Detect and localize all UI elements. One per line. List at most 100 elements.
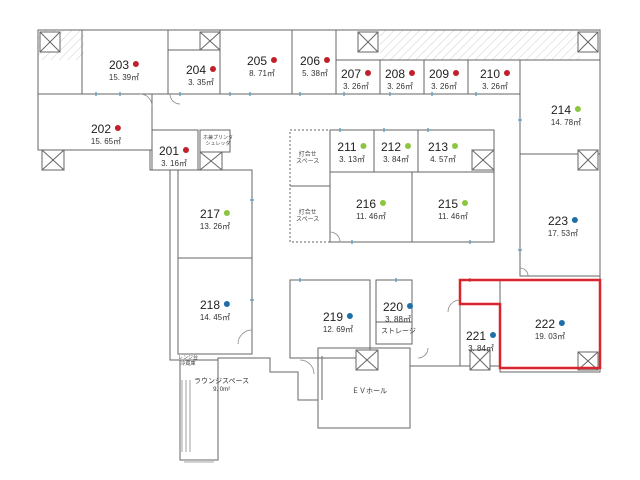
room-201-outline bbox=[151, 129, 199, 171]
room-212-label[interactable]: 212 3. 84㎡ bbox=[380, 139, 412, 164]
range-line2: 冷蔵庫 bbox=[180, 360, 196, 367]
room-207-label[interactable]: 207 3. 26㎡ bbox=[340, 66, 372, 91]
room-area: 3. 26㎡ bbox=[482, 82, 508, 91]
status-dot-reserved bbox=[490, 332, 497, 338]
meeting-space2-line1: 打合せ bbox=[298, 210, 317, 216]
ev-hall-text: ＥＶホール bbox=[352, 388, 387, 395]
room-214-label[interactable]: 214 14. 78㎡ bbox=[551, 102, 581, 127]
column-1 bbox=[39, 31, 61, 53]
room-205-label[interactable]: 205 8. 71㎡ bbox=[246, 53, 278, 78]
status-dot-occupied bbox=[210, 66, 217, 72]
room-215-label[interactable]: 215 11. 46㎡ bbox=[438, 196, 469, 221]
room-213-label[interactable]: 213 4. 57㎡ bbox=[427, 139, 459, 164]
meeting-space-label-1: 打合せ スペース bbox=[296, 152, 319, 166]
room-220-label[interactable]: 220 3. 88㎡ bbox=[383, 299, 414, 324]
room-number: 204 bbox=[185, 63, 207, 77]
room-number: 212 bbox=[380, 140, 402, 154]
room-number: 206 bbox=[299, 54, 321, 68]
room-216-label[interactable]: 216 11. 46㎡ bbox=[355, 196, 387, 221]
column-9 bbox=[355, 349, 379, 371]
room-number: 211 bbox=[337, 140, 357, 154]
room-area: 3. 16㎡ bbox=[161, 159, 187, 168]
column-7 bbox=[471, 149, 495, 171]
room-area: 3. 26㎡ bbox=[343, 82, 369, 91]
door-swing-1 bbox=[139, 93, 153, 107]
room-number: 205 bbox=[246, 54, 268, 68]
room-206-label[interactable]: 206 5. 38㎡ bbox=[299, 53, 331, 78]
status-dot-occupied bbox=[453, 70, 460, 76]
door-swing-7 bbox=[299, 359, 315, 375]
room-number: 203 bbox=[108, 58, 130, 72]
room-number: 218 bbox=[199, 298, 221, 312]
room-number: 213 bbox=[427, 140, 449, 154]
room-211-label[interactable]: 211 3. 13㎡ bbox=[337, 139, 367, 164]
room-area: 3. 84㎡ bbox=[383, 155, 409, 164]
room-201-label[interactable]: 201 3. 16㎡ bbox=[158, 143, 190, 168]
door-swing-2 bbox=[169, 93, 181, 105]
room-area: 13. 26㎡ bbox=[199, 222, 231, 231]
column-5 bbox=[41, 149, 65, 171]
lounge-name: ラウンジスペース bbox=[194, 378, 250, 385]
room-210-label[interactable]: 210 3. 26㎡ bbox=[480, 66, 511, 91]
room-203-label[interactable]: 203 15. 39㎡ bbox=[109, 57, 139, 82]
status-dot-available bbox=[575, 106, 582, 112]
room-number: 209 bbox=[428, 67, 450, 81]
lounge-area: 9. 0m² bbox=[213, 387, 231, 394]
status-dot-reserved bbox=[572, 217, 579, 223]
room-217-label[interactable]: 217 13. 26㎡ bbox=[200, 206, 230, 231]
room-209-label[interactable]: 209 3. 26㎡ bbox=[428, 66, 460, 91]
column-6 bbox=[199, 151, 223, 171]
room-219-label[interactable]: 219 12. 69㎡ bbox=[323, 309, 353, 334]
lounge-outline bbox=[179, 359, 219, 461]
room-area: 3. 84㎡ bbox=[468, 344, 494, 353]
status-dot-occupied bbox=[183, 147, 190, 153]
room-number: 222 bbox=[534, 317, 556, 331]
room-area: 3. 88㎡ bbox=[385, 315, 411, 324]
room-223-label[interactable]: 223 17. 53㎡ bbox=[548, 213, 578, 238]
room-208-label[interactable]: 208 3. 26㎡ bbox=[384, 66, 416, 91]
status-dot-available bbox=[405, 143, 412, 149]
room-number: 221 bbox=[465, 329, 487, 343]
status-dot-occupied bbox=[365, 70, 372, 76]
door-swing-5 bbox=[447, 299, 461, 313]
room-area: 11. 46㎡ bbox=[438, 212, 468, 221]
room-221-label[interactable]: 221 3. 84㎡ bbox=[465, 328, 497, 353]
room-222-highlight[interactable] bbox=[458, 278, 602, 370]
status-dot-occupied bbox=[271, 57, 278, 63]
room-204-label[interactable]: 204 3. 35㎡ bbox=[185, 62, 217, 87]
room-area: 14. 78㎡ bbox=[550, 118, 582, 127]
copier-line2: シュレッダ bbox=[205, 140, 231, 147]
column-4 bbox=[577, 31, 599, 53]
room-202-label[interactable]: 202 15. 65㎡ bbox=[91, 121, 121, 146]
storage-label: ストレージ bbox=[381, 328, 416, 336]
room-area: 8. 71㎡ bbox=[249, 69, 275, 78]
room-area: 5. 38㎡ bbox=[302, 69, 328, 78]
room-area: 19. 03㎡ bbox=[534, 332, 566, 341]
column-3 bbox=[357, 31, 379, 53]
room-area: 15. 39㎡ bbox=[108, 73, 140, 82]
door-swing-3 bbox=[237, 329, 253, 345]
room-area: 3. 26㎡ bbox=[431, 82, 457, 91]
room-218-outline bbox=[177, 257, 253, 355]
ev-hall-label: ＥＶホール bbox=[352, 388, 387, 396]
door-swing-6 bbox=[417, 347, 429, 359]
hatch-band-top-right bbox=[380, 30, 580, 60]
room-number: 201 bbox=[158, 144, 180, 158]
room-number: 208 bbox=[384, 67, 406, 81]
copier-line1: ホ兼プリンタ bbox=[203, 135, 234, 141]
room-222-label[interactable]: 222 19. 03㎡ bbox=[535, 316, 565, 341]
meeting-space2-line2: スペース bbox=[296, 216, 320, 223]
status-dot-available bbox=[360, 143, 367, 149]
room-number: 207 bbox=[340, 67, 362, 81]
meeting-space-line2: スペース bbox=[296, 158, 320, 165]
status-dot-reserved bbox=[347, 313, 354, 319]
status-dot-occupied bbox=[504, 70, 511, 76]
room-area: 17. 53㎡ bbox=[547, 229, 579, 238]
room-202-outline bbox=[37, 93, 153, 151]
room-number: 216 bbox=[355, 197, 377, 211]
room-218-label[interactable]: 218 14. 45㎡ bbox=[200, 297, 230, 322]
room-number: 217 bbox=[199, 207, 221, 221]
room-number: 202 bbox=[90, 122, 112, 136]
